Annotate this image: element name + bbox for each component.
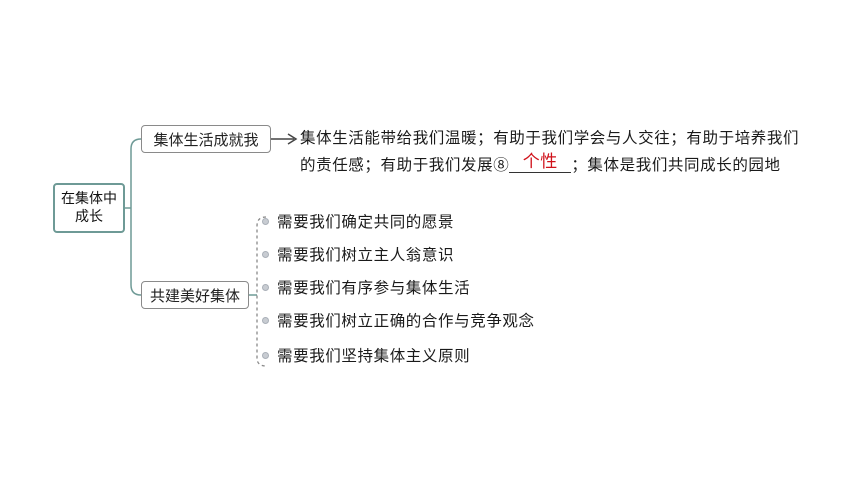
root-label-line1: 在集体中 — [61, 191, 117, 207]
list-item-text: 需要我们坚持集体主义原则 — [277, 347, 471, 365]
list-item: 需要我们有序参与集体生活 — [262, 276, 470, 298]
list-item-text: 需要我们有序参与集体生活 — [277, 279, 471, 297]
branch1-label: 集体生活成就我 — [153, 130, 259, 149]
branch1-text-after: ；集体是我们共同成长的园地 — [571, 156, 781, 174]
bullet-icon — [262, 250, 269, 258]
root-label-line2: 成长 — [75, 209, 103, 225]
bullet-icon — [262, 217, 269, 225]
list-item: 需要我们树立主人翁意识 — [262, 243, 454, 265]
branch1-arrow-head — [287, 133, 298, 145]
list-item: 需要我们确定共同的愿景 — [262, 210, 454, 232]
bullet-icon — [262, 283, 269, 291]
bullet-icon — [262, 316, 269, 324]
branch2-label: 共建美好集体 — [149, 286, 240, 305]
items-bracket — [256, 216, 267, 367]
list-item: 需要我们树立正确的合作与竞争观念 — [262, 309, 535, 331]
list-item-text: 需要我们树立正确的合作与竞争观念 — [277, 312, 535, 330]
root-node: 在集体中 成长 — [53, 183, 125, 233]
list-item-text: 需要我们树立主人翁意识 — [277, 246, 455, 264]
branch-node-collective-life: 集体生活成就我 — [141, 125, 271, 153]
list-item-text: 需要我们确定共同的愿景 — [277, 213, 455, 231]
answer-blank: 个性 — [509, 152, 572, 173]
branch1-description: 集体生活能带给我们温暖；有助于我们学会与人交往；有助于培养我们的责任感；有助于我… — [300, 125, 812, 179]
list-item: 需要我们坚持集体主义原则 — [262, 344, 470, 366]
branch-node-build-collective: 共建美好集体 — [141, 281, 249, 309]
branch-bracket — [130, 138, 142, 296]
branch1-text-before: 集体生活能带给我们温暖；有助于我们学会与人交往；有助于培养我们的责任感；有助于我… — [300, 129, 800, 174]
bullet-icon — [262, 351, 269, 359]
